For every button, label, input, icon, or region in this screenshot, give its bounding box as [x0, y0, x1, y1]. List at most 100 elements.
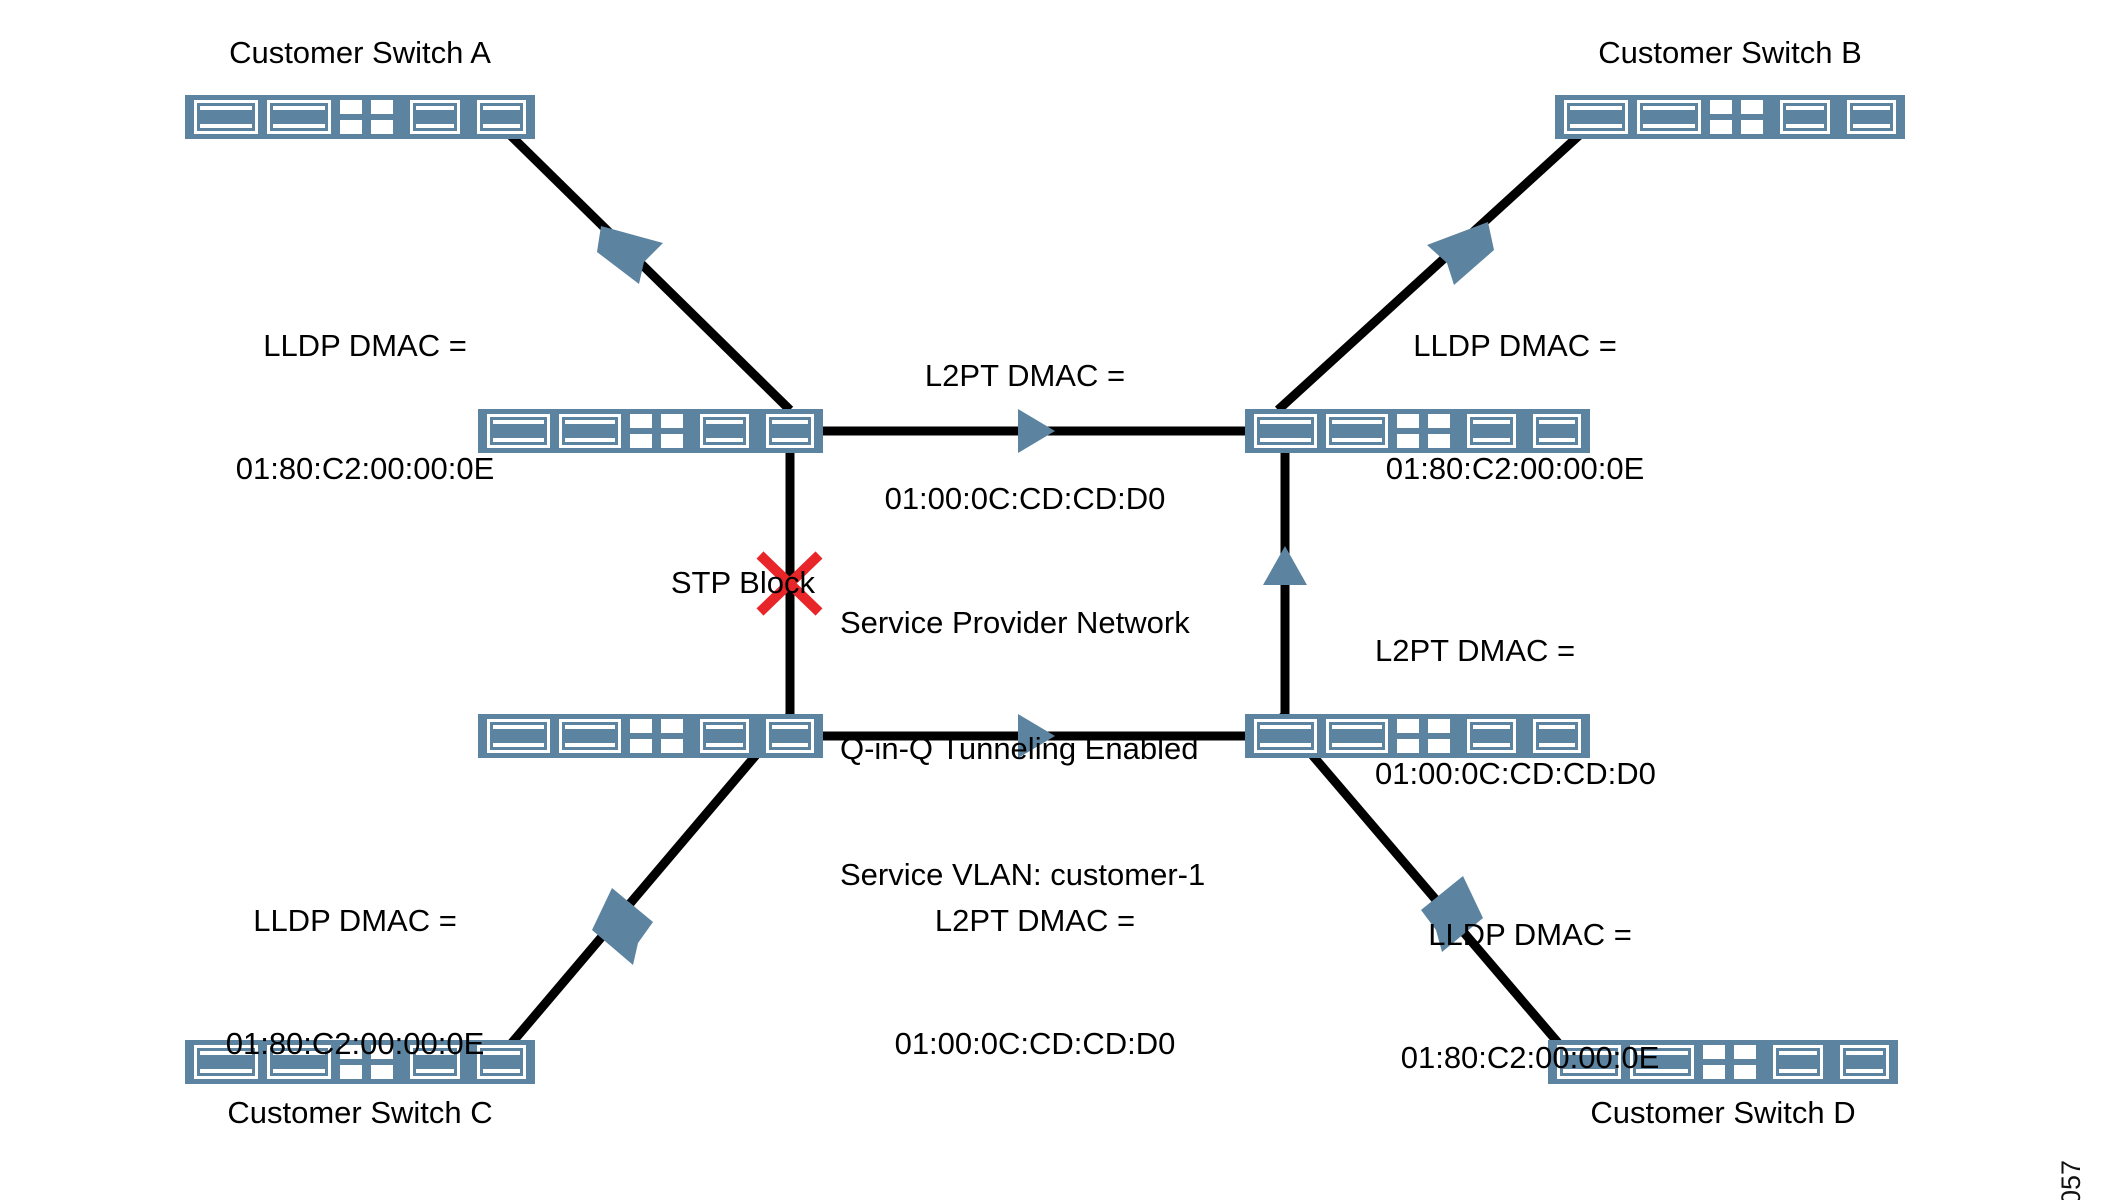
port-block	[558, 719, 622, 753]
annotation-l2pt-bottom: L2PT DMAC = 01:00:0C:CD:CD:D0	[825, 818, 1245, 1146]
led-block	[1397, 414, 1420, 448]
led-block	[630, 414, 653, 448]
port-block	[700, 719, 749, 753]
network-info-line-2: Q-in-Q Tunneling Enabled	[840, 731, 1199, 766]
led-block	[1734, 1045, 1757, 1079]
link-pe1-to-customer-a	[501, 126, 794, 414]
annotation-line-2: 01:80:C2:00:00:0E	[1400, 1040, 1660, 1075]
port-block	[1773, 1045, 1823, 1079]
customer-switch-a[interactable]	[185, 95, 535, 139]
arrowhead-to-customer-a	[597, 226, 663, 284]
led-block	[371, 1045, 394, 1079]
port-block	[765, 414, 814, 448]
network-info-line-3: Service VLAN: customer-1	[840, 857, 1206, 892]
annotation-line-1: LLDP DMAC =	[1413, 328, 1617, 363]
customer-switch-d-label: Customer Switch D	[1590, 1095, 1856, 1130]
port-block	[1637, 100, 1702, 134]
port-block	[558, 414, 622, 448]
annotation-line-2: 01:00:0C:CD:CD:D0	[884, 481, 1166, 516]
led-block	[1703, 1045, 1726, 1079]
arrowhead-top-horizontal	[1018, 409, 1055, 453]
led-block	[1741, 100, 1764, 134]
annotation-line-1: L2PT DMAC =	[924, 358, 1126, 393]
led-block	[661, 719, 684, 753]
arrowhead-to-customer-d	[1421, 876, 1483, 952]
led-block	[1428, 414, 1451, 448]
port-block	[765, 719, 814, 753]
annotation-l2pt-right: L2PT DMAC = 01:00:0C:CD:CD:D0	[1375, 548, 1805, 876]
link-pe3-to-customer-c	[506, 712, 794, 1048]
arrowhead-to-customer-c	[592, 888, 653, 965]
annotation-line-2: 01:00:0C:CD:CD:D0	[1375, 756, 1656, 791]
link-pe4-to-customer-d	[1274, 712, 1564, 1048]
customer-switch-b-label: Customer Switch B	[1598, 35, 1862, 70]
port-block	[1532, 719, 1581, 753]
port-block	[1467, 719, 1516, 753]
port-block	[700, 414, 749, 448]
annotation-lldp-top-left: LLDP DMAC = 01:80:C2:00:00:0E	[150, 243, 580, 571]
link-pe2-to-customer-b	[1274, 126, 1589, 414]
customer-switch-d[interactable]	[1548, 1040, 1898, 1084]
provider-switch-bottom-right[interactable]	[1245, 714, 1590, 758]
port-block	[1532, 414, 1581, 448]
port-block	[1557, 1045, 1622, 1079]
port-block	[1254, 414, 1317, 448]
led-block	[661, 414, 684, 448]
port-block	[194, 100, 259, 134]
annotation-line-2: 01:80:C2:00:00:0E	[225, 1026, 485, 1061]
annotation-l2pt-top: L2PT DMAC = 01:00:0C:CD:CD:D0	[815, 273, 1235, 601]
arrowhead-right-vertical	[1263, 546, 1307, 585]
annotation-line-2: 01:80:C2:00:00:0E	[235, 451, 495, 486]
annotation-lldp-top-right: LLDP DMAC = 01:80:C2:00:00:0E	[1300, 243, 1730, 571]
stp-block-label: STP Block	[670, 565, 815, 600]
port-block	[267, 100, 332, 134]
port-block	[1839, 1045, 1889, 1079]
led-block	[340, 100, 363, 134]
port-block	[1254, 719, 1317, 753]
customer-switch-c[interactable]	[185, 1040, 535, 1084]
annotation-lldp-bottom-right: LLDP DMAC = 01:80:C2:00:00:0E	[1315, 832, 1745, 1160]
customer-switch-b[interactable]	[1555, 95, 1905, 139]
arrowhead-bottom-horizontal	[1018, 714, 1055, 758]
led-block	[340, 1045, 363, 1079]
led-block	[630, 719, 653, 753]
annotation-line-1: LLDP DMAC =	[1428, 917, 1632, 952]
network-info-line-1: Service Provider Network	[840, 605, 1190, 640]
annotation-line-2: 01:00:0C:CD:CD:D0	[894, 1026, 1176, 1061]
port-block	[1467, 414, 1516, 448]
service-provider-network-info: Service Provider Network Q-in-Q Tunnelin…	[840, 518, 1280, 980]
customer-switch-c-label: Customer Switch C	[227, 1095, 493, 1130]
port-block	[1325, 719, 1389, 753]
port-block	[194, 1045, 259, 1079]
led-block	[371, 100, 394, 134]
led-block	[1397, 719, 1420, 753]
provider-switch-bottom-left[interactable]	[478, 714, 823, 758]
annotation-line-1: L2PT DMAC =	[1375, 633, 1576, 668]
annotation-line-1: L2PT DMAC =	[934, 903, 1136, 938]
port-block	[476, 100, 526, 134]
customer-switch-a-label: Customer Switch A	[229, 35, 491, 70]
annotation-line-1: LLDP DMAC =	[253, 903, 457, 938]
port-block	[410, 1045, 460, 1079]
port-block	[267, 1045, 332, 1079]
port-block	[487, 719, 550, 753]
led-block	[1710, 100, 1733, 134]
figure-id-watermark: g200057	[2056, 1160, 2087, 1200]
annotation-lldp-bottom-left: LLDP DMAC = 01:80:C2:00:00:0E	[140, 818, 570, 1146]
port-block	[1630, 1045, 1695, 1079]
stp-block-x-icon	[756, 551, 823, 616]
port-block	[1564, 100, 1629, 134]
port-block	[476, 1045, 526, 1079]
port-block	[487, 414, 550, 448]
port-block	[1780, 100, 1830, 134]
arrowhead-to-customer-b	[1427, 222, 1494, 285]
provider-switch-top-right[interactable]	[1245, 409, 1590, 453]
port-block	[1325, 414, 1389, 448]
provider-switch-top-left[interactable]	[478, 409, 823, 453]
led-block	[1428, 719, 1451, 753]
port-block	[410, 100, 460, 134]
port-block	[1846, 100, 1896, 134]
annotation-line-1: LLDP DMAC =	[263, 328, 467, 363]
